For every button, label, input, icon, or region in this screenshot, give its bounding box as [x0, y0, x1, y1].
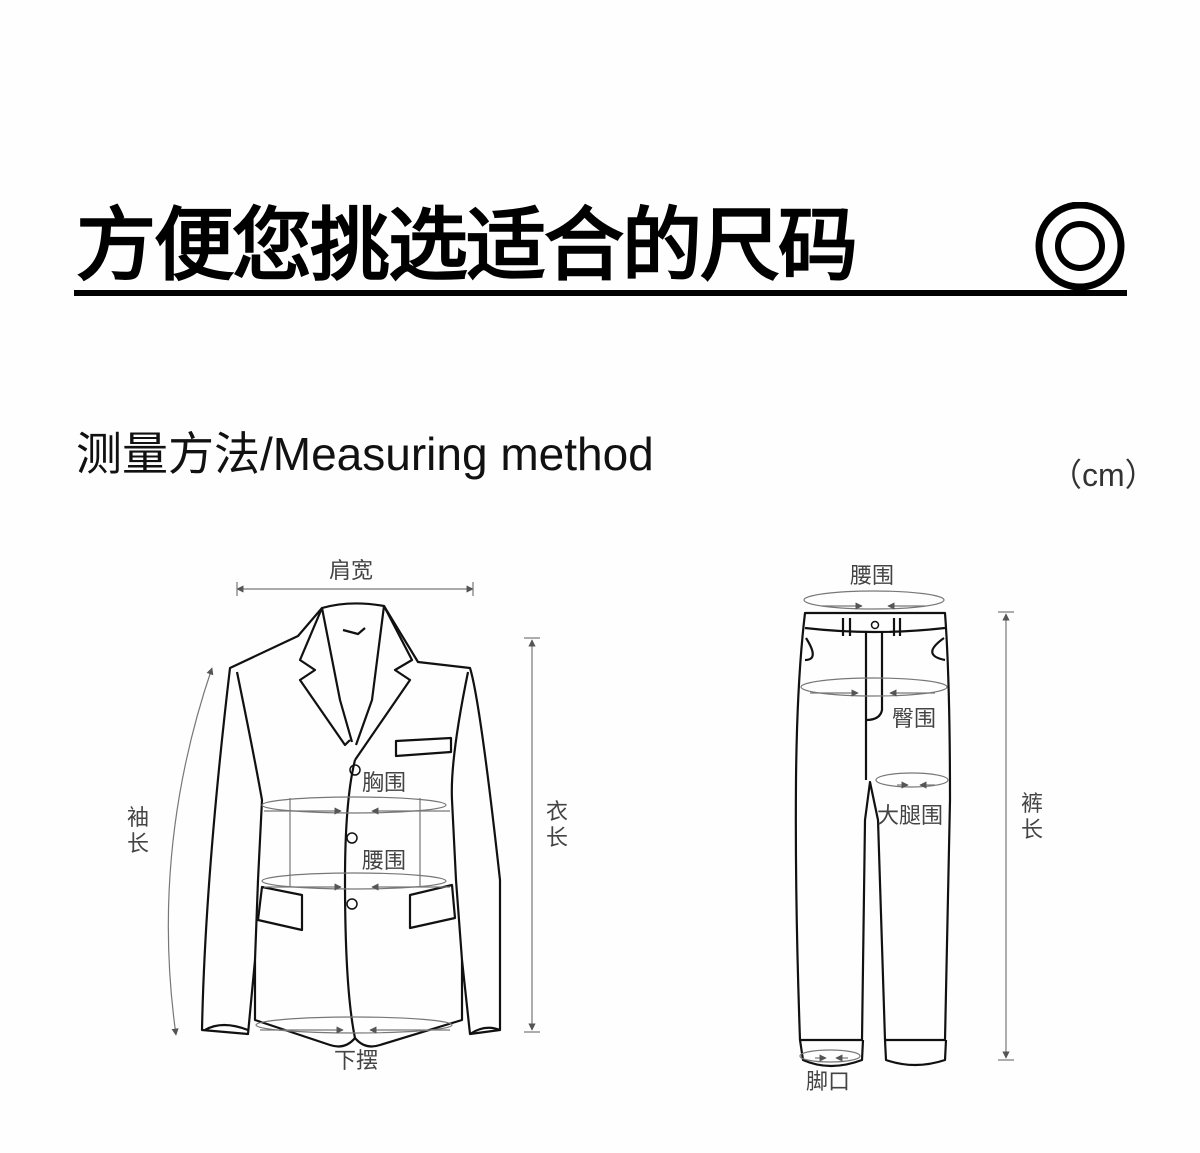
label-thigh: 大腿围	[877, 804, 944, 829]
label-sleeve-length: 袖 长	[126, 806, 149, 857]
target-icon	[1035, 202, 1125, 291]
label-pants-length: 裤 长	[1020, 792, 1043, 843]
label-chest: 胸围	[362, 771, 407, 796]
jacket-drawing	[200, 602, 502, 1048]
pants-drawing	[794, 611, 952, 1068]
label-jacket-waist: 腰围	[362, 849, 407, 874]
page-title: 方便您挑选适合的尺码	[76, 199, 858, 292]
section-subtitle: 测量方法/Measuring method	[76, 428, 654, 480]
label-jacket-length: 衣 长	[545, 800, 568, 851]
label-pants-waist: 腰围	[850, 564, 895, 589]
label-shoulder-width: 肩宽	[329, 559, 374, 584]
jacket-buttons	[346, 764, 361, 910]
title-underline	[74, 290, 1127, 296]
unit-label: （cm）	[1050, 457, 1157, 493]
label-hem: 下摆	[334, 1049, 379, 1074]
label-hip: 臀围	[892, 707, 937, 732]
label-leg-opening: 脚口	[806, 1070, 851, 1095]
